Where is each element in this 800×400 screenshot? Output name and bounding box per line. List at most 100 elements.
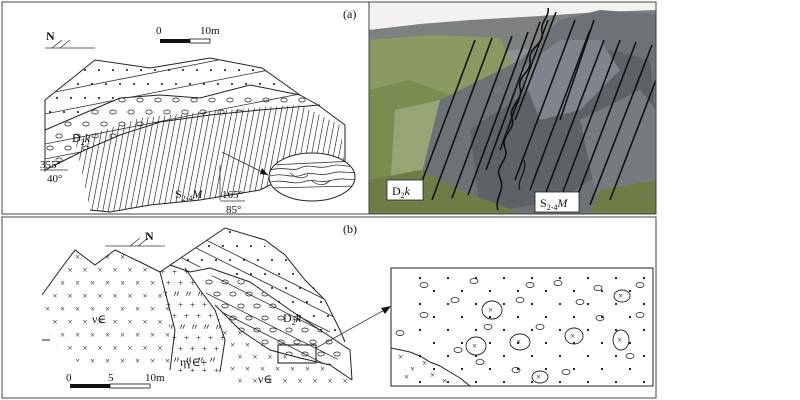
svg-text:×: ×: [238, 352, 243, 362]
svg-text:×: ×: [135, 330, 140, 340]
svg-text:×: ×: [442, 376, 447, 386]
svg-text:×: ×: [75, 330, 80, 340]
svg-text:〃: 〃: [172, 355, 181, 365]
svg-text:×: ×: [328, 376, 333, 386]
svg-text:×: ×: [158, 291, 163, 301]
svg-text:+: +: [184, 267, 189, 277]
north-arrow-b: N: [105, 229, 165, 247]
svg-text:+: +: [190, 300, 195, 310]
svg-text:×: ×: [165, 356, 170, 366]
svg-text:×: ×: [98, 291, 103, 301]
north-arrow-a: N: [45, 29, 95, 49]
svg-text:×: ×: [75, 252, 80, 262]
panel-b-label: (b): [343, 222, 357, 236]
svg-text:+: +: [220, 333, 225, 343]
svg-text:×: ×: [105, 278, 110, 288]
svg-text:+: +: [184, 333, 189, 343]
svg-text:165°: 165°: [222, 189, 243, 201]
svg-text:85°: 85°: [226, 204, 241, 216]
svg-text:×: ×: [516, 337, 521, 347]
svg-text:×: ×: [313, 376, 318, 386]
photo-label-s24m: S2-4M: [534, 191, 580, 213]
svg-text:+: +: [196, 311, 201, 321]
svg-text:×: ×: [570, 331, 575, 341]
svg-text:+: +: [202, 300, 207, 310]
fold-detail-ellipse: [221, 151, 356, 202]
svg-text:×: ×: [83, 265, 88, 275]
svg-text:×: ×: [120, 330, 125, 340]
svg-text:×: ×: [75, 304, 80, 314]
svg-text:×: ×: [343, 376, 348, 386]
svg-text:×: ×: [98, 317, 103, 327]
svg-text:×: ×: [238, 328, 243, 338]
svg-text:×: ×: [68, 291, 73, 301]
svg-text:+: +: [184, 311, 189, 321]
north-label-b: N: [145, 229, 154, 243]
panel-a-photo: [369, 2, 656, 214]
svg-text:S2-4M: S2-4M: [540, 196, 568, 212]
svg-text:+: +: [178, 366, 183, 376]
svg-text:〃: 〃: [184, 355, 193, 365]
svg-text:×: ×: [113, 317, 118, 327]
svg-text:+: +: [196, 333, 201, 343]
svg-text:×: ×: [90, 356, 95, 366]
svg-text:+: +: [178, 344, 183, 354]
svg-text:×: ×: [283, 352, 288, 362]
svg-text:×: ×: [617, 335, 622, 345]
svg-text:×: ×: [120, 278, 125, 288]
svg-text:〃: 〃: [196, 355, 205, 365]
svg-text:×: ×: [430, 370, 435, 380]
svg-text:×: ×: [120, 304, 125, 314]
svg-text:×: ×: [618, 291, 623, 301]
svg-text:5: 5: [108, 372, 114, 384]
svg-text:+: +: [172, 267, 177, 277]
svg-text:×: ×: [410, 364, 415, 374]
svg-text:×: ×: [238, 376, 243, 386]
svg-text:×: ×: [128, 291, 133, 301]
svg-text:×: ×: [165, 304, 170, 314]
svg-text:×: ×: [143, 317, 148, 327]
svg-text:×: ×: [60, 330, 65, 340]
svg-text:×: ×: [105, 330, 110, 340]
panel-b-inset: ×××××× ×××××××: [390, 267, 654, 387]
north-label-a: N: [46, 29, 55, 43]
svg-text:+: +: [208, 333, 213, 343]
svg-text:×: ×: [150, 304, 155, 314]
attitude-left-a: 355° 40°: [40, 155, 68, 185]
svg-text:×: ×: [83, 343, 88, 353]
svg-text:×: ×: [253, 352, 258, 362]
svg-text:×: ×: [404, 372, 409, 382]
svg-text:0: 0: [66, 372, 72, 384]
svg-text:+: +: [172, 311, 177, 321]
svg-text:+: +: [190, 344, 195, 354]
svg-text:〃: 〃: [178, 322, 187, 332]
svg-text:〃: 〃: [190, 322, 199, 332]
svg-text:×: ×: [150, 356, 155, 366]
svg-text:×: ×: [320, 364, 325, 374]
svg-text:×: ×: [113, 291, 118, 301]
svg-text:×: ×: [75, 356, 80, 366]
svg-text:×: ×: [260, 364, 265, 374]
svg-text:×: ×: [245, 340, 250, 350]
svg-text:×: ×: [45, 304, 50, 314]
svg-text:×: ×: [83, 317, 88, 327]
svg-text:×: ×: [128, 317, 133, 327]
svg-text:〃: 〃: [172, 289, 181, 299]
rock-label-gabbro-2: ν∈: [258, 372, 272, 386]
svg-text:×: ×: [68, 343, 73, 353]
svg-text:+: +: [202, 366, 207, 376]
svg-text:〃: 〃: [196, 289, 205, 299]
svg-text:+: +: [160, 267, 165, 277]
svg-text:×: ×: [135, 356, 140, 366]
svg-text:×: ×: [230, 364, 235, 374]
svg-text:×: ×: [75, 278, 80, 288]
svg-text:×: ×: [150, 330, 155, 340]
svg-text:×: ×: [472, 341, 477, 351]
svg-text:+: +: [190, 278, 195, 288]
panel-a-label: (a): [343, 7, 356, 21]
svg-text:×: ×: [128, 265, 133, 275]
svg-text:×: ×: [120, 252, 125, 262]
svg-text:×: ×: [113, 343, 118, 353]
svg-text:×: ×: [53, 291, 58, 301]
